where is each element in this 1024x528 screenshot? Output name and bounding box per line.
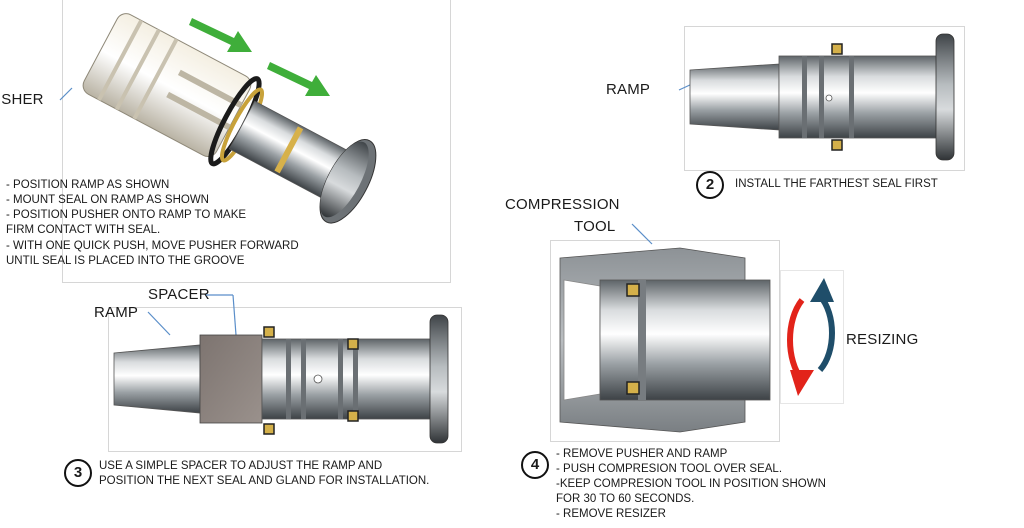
ramp-label-step-2: RAMP	[606, 81, 651, 98]
instruction-line: - POSITION PUSHER ONTO RAMP TO MAKE	[6, 209, 247, 221]
compression-tool-label: TOOL	[574, 218, 616, 235]
rotate-arrows-icon	[787, 278, 835, 396]
resizing-label: RESIZING	[846, 331, 919, 348]
instruction-line: FIRM CONTACT WITH SEAL.	[6, 224, 161, 236]
ramp-assembly-step-2	[678, 33, 955, 161]
instruction-line: - MOUNT SEAL ON RAMP AS SHOWN	[6, 194, 209, 206]
step-4-caption-line: -KEEP COMPRESION TOOL IN POSITION SHOWN	[556, 478, 826, 490]
pusher-label: PUSHER	[0, 91, 44, 108]
step-4-caption-line: FOR 30 TO 60 SECONDS.	[556, 493, 695, 505]
step-4-badge: 4	[521, 451, 549, 479]
instruction-line: - WITH ONE QUICK PUSH, MOVE PUSHER FORWA…	[6, 240, 299, 252]
spacer-label: SPACER	[148, 286, 210, 303]
step-2-caption: INSTALL THE FARTHEST SEAL FIRST	[735, 178, 938, 190]
step-4-caption-line: - PUSH COMPRESION TOOL OVER SEAL.	[556, 463, 783, 475]
step-3-caption-line: POSITION THE NEXT SEAL AND GLAND FOR INS…	[99, 475, 430, 487]
instruction-line: - POSITION RAMP AS SHOWN	[6, 179, 170, 191]
step-3-badge: 3	[64, 459, 92, 487]
green-arrow-icon	[189, 18, 330, 96]
compression-tool-label: COMPRESSION	[505, 196, 620, 213]
spacer-assembly-step-3	[113, 294, 449, 444]
step-4-caption-line: - REMOVE RESIZER	[556, 508, 666, 520]
pusher-illustration	[59, 13, 377, 224]
ramp-label-step-3: RAMP	[94, 304, 139, 321]
compression-tool-assembly	[559, 223, 771, 433]
step-4-caption-line: - REMOVE PUSHER AND RAMP	[556, 448, 728, 460]
step-3-caption-line: USE A SIMPLE SPACER TO ADJUST THE RAMP A…	[99, 460, 383, 472]
step-2-badge: 2	[696, 171, 724, 199]
instruction-line: UNTIL SEAL IS PLACED INTO THE GROOVE	[6, 255, 245, 267]
